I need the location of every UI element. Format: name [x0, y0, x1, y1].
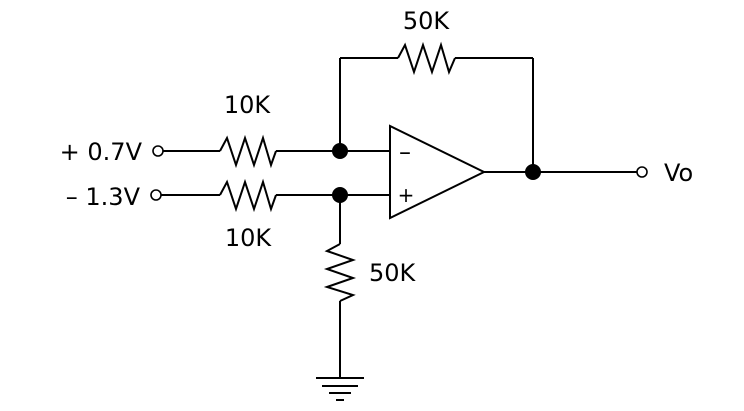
ground-resistor-label: 50K	[369, 259, 417, 287]
top-input-terminal	[152, 145, 164, 157]
ground-resistor	[323, 243, 357, 302]
input-resistor-bottom	[219, 178, 277, 213]
bottom-input-branch	[150, 178, 390, 213]
ground-symbol	[316, 377, 364, 401]
bottom-input-label: – 1.3V	[66, 183, 141, 211]
junction-dot-inverting-node	[332, 143, 348, 159]
output-terminal	[636, 166, 648, 178]
output-branch	[484, 166, 648, 178]
feedback-resistor-label: 50K	[403, 7, 451, 35]
feedback-resistor	[397, 41, 456, 76]
input-resistor-top-label: 10K	[224, 91, 272, 119]
top-input-branch	[152, 134, 390, 169]
input-resistor-top	[219, 134, 277, 169]
inverting-sign: –	[399, 138, 411, 166]
ground-branch	[316, 195, 364, 401]
junction-dot-output-node	[525, 164, 541, 180]
feedback-branch	[339, 41, 534, 172]
opamp: – +	[389, 124, 487, 220]
top-input-label: + 0.7V	[60, 138, 143, 166]
junction-dot-noninverting-node	[332, 187, 348, 203]
opamp-triangle	[389, 124, 487, 220]
input-resistor-bottom-label: 10K	[225, 224, 273, 252]
noninverting-sign: +	[398, 183, 415, 207]
bottom-input-terminal	[150, 189, 162, 201]
output-label: Vo	[664, 159, 693, 187]
